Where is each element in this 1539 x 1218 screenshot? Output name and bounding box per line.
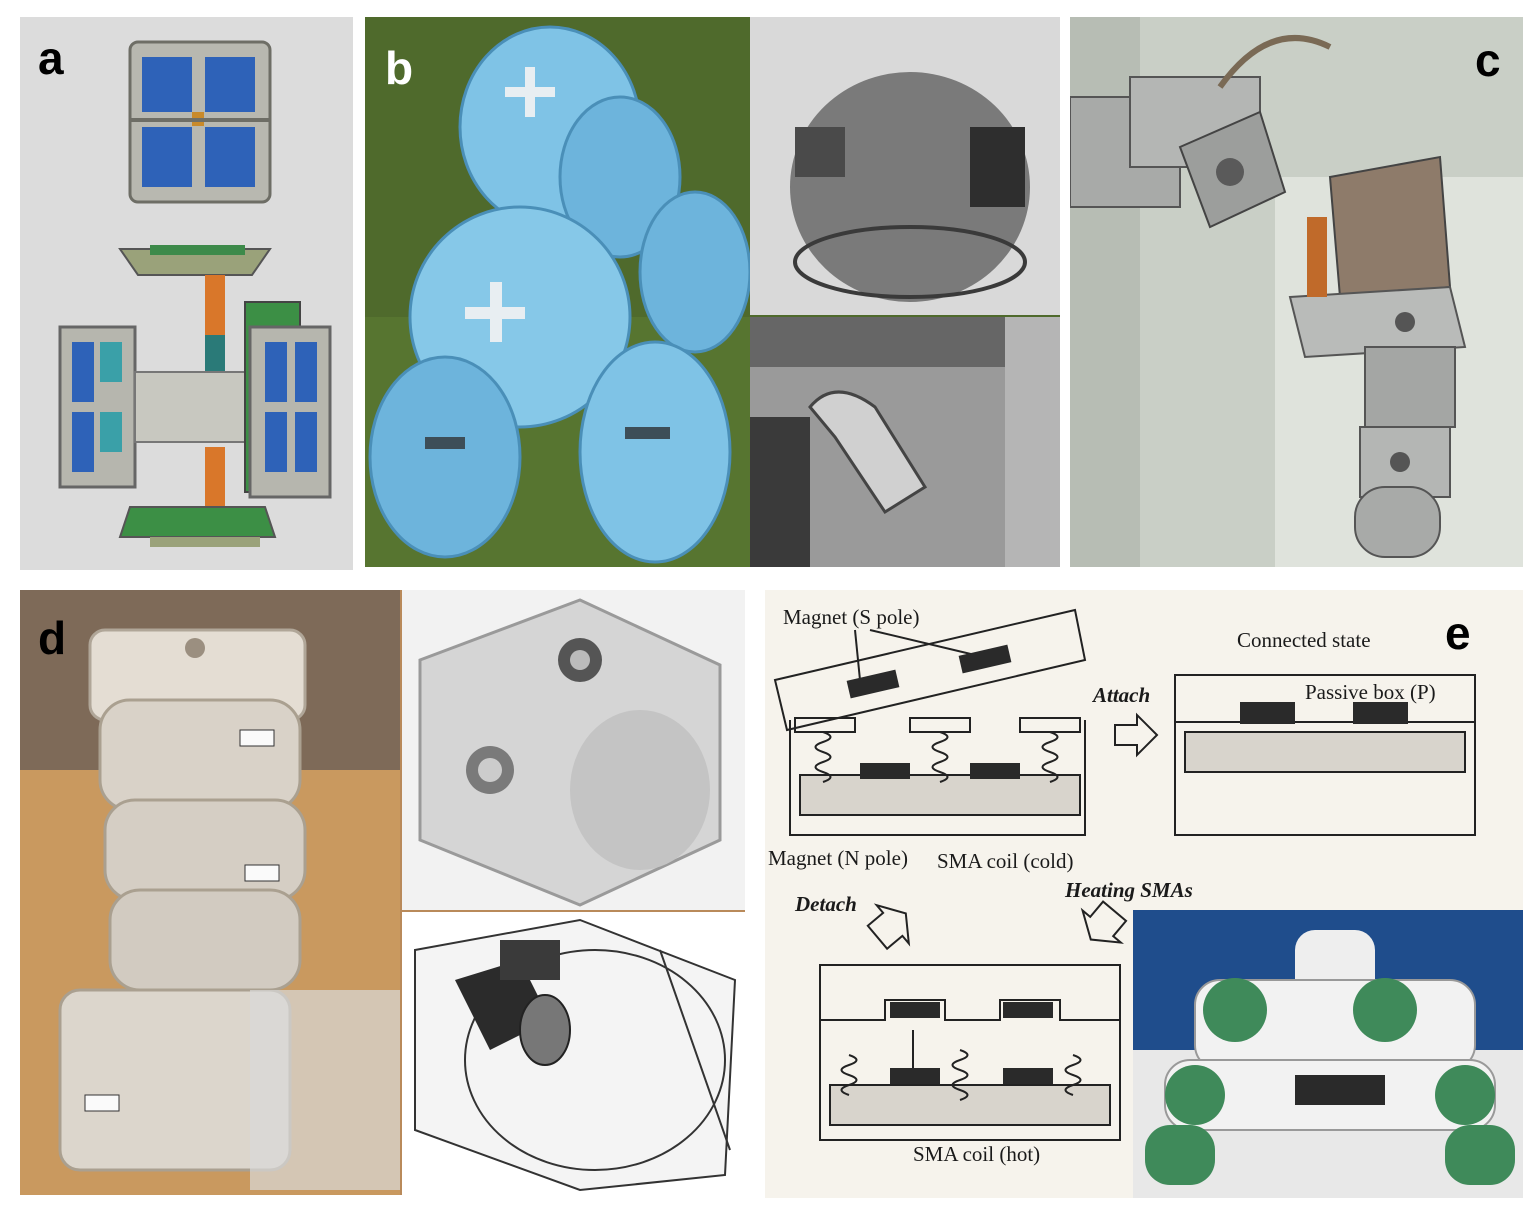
exploded-cube-module-illustration <box>58 40 332 547</box>
stacked-translucent-cubes <box>58 628 307 1172</box>
grayscale-latch-photo <box>750 317 1060 567</box>
panel-label-d: d <box>38 612 67 664</box>
panel-label-b: b <box>385 42 414 94</box>
metal-modular-robot-photo <box>1070 17 1523 567</box>
heating-arrow <box>1080 900 1128 944</box>
label-magnet-n-pole: Magnet (N pole) <box>768 846 908 870</box>
detach-arrow <box>866 903 911 951</box>
panel-b: b <box>365 17 1060 567</box>
label-heating-smas: Heating SMAs <box>1065 878 1193 902</box>
label-magnet-s-pole: Magnet (S pole) <box>783 605 920 629</box>
label-detach: Detach <box>795 892 857 916</box>
magnets <box>846 644 1408 1084</box>
top-plate <box>118 245 272 276</box>
grayscale-sphere-photo <box>750 17 1060 315</box>
label-sma-coil-cold: SMA coil (cold) <box>937 849 1074 873</box>
label-sma-coil-hot: SMA coil (hot) <box>913 1142 1041 1166</box>
magnetic-connector-diagram <box>773 608 1523 1198</box>
shaft-mid <box>205 335 225 375</box>
shaft-bottom <box>205 447 225 507</box>
tilted-passive-box <box>773 608 1087 732</box>
standing-robot-modules <box>1288 155 1467 558</box>
label-passive-box: Passive box (P) <box>1305 680 1436 704</box>
panel-a: a <box>20 17 353 570</box>
label-attach: Attach <box>1093 683 1151 707</box>
panel-label-e: e <box>1445 607 1471 659</box>
connected-state-box <box>1174 674 1476 836</box>
cube-internal-cad-drawing <box>402 912 745 1195</box>
panel-label-a: a <box>38 32 64 84</box>
upper-arm-modules <box>1070 35 1332 229</box>
translucent-cube-closeup <box>402 590 745 910</box>
shaft-top <box>205 275 225 335</box>
bottom-plate <box>118 506 277 547</box>
assembled-cube <box>128 40 272 204</box>
label-connected-state: Connected state <box>1237 628 1371 652</box>
panel-label-c: c <box>1475 34 1501 86</box>
detached-box <box>819 964 1121 1141</box>
side-panels <box>58 301 332 499</box>
translucent-cube-modules-photo <box>20 590 745 1195</box>
panel-d: d <box>20 590 745 1195</box>
panel-e: Magnet (S pole) Connected state Attach P… <box>765 590 1523 1198</box>
blue-spheres <box>368 25 752 564</box>
attach-arrow <box>1114 712 1159 758</box>
panel-c: c <box>1070 17 1523 567</box>
active-box-attached <box>789 720 1086 836</box>
spherical-modules-photo <box>365 17 1060 567</box>
robot-modules-photo <box>1133 910 1523 1198</box>
